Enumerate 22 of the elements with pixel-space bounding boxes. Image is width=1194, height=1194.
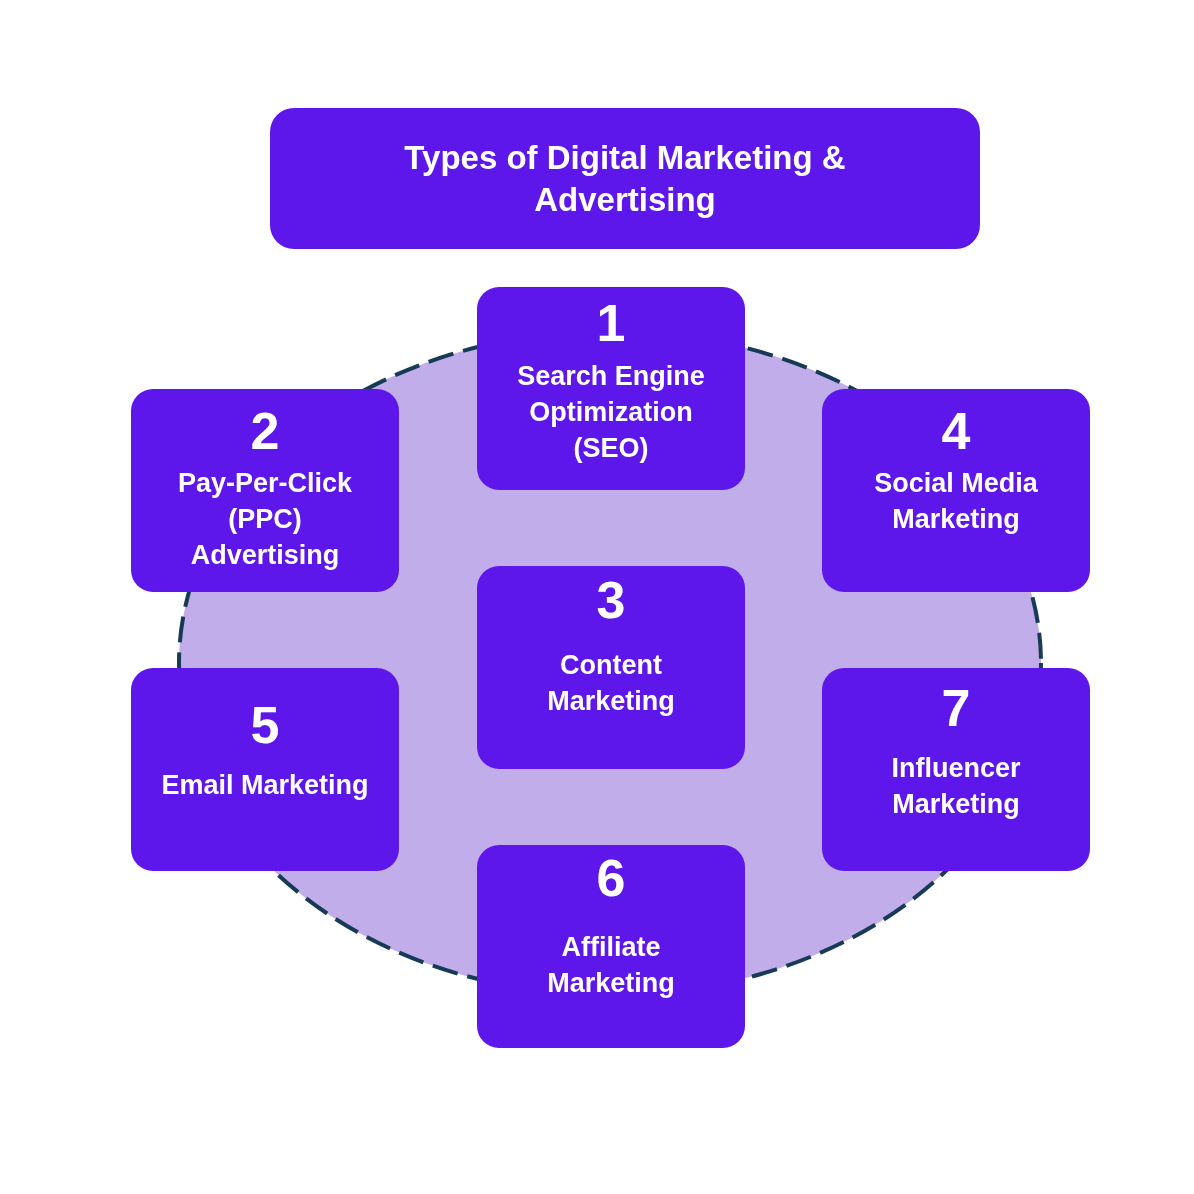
category-card	[822, 668, 1090, 871]
category-card	[477, 566, 745, 769]
category-card	[131, 668, 399, 871]
item-label: Influencer Marketing	[890, 752, 1022, 821]
category-card	[131, 389, 399, 592]
item-number: 7	[941, 680, 971, 736]
item-number: 2	[250, 403, 280, 459]
item-number: 3	[596, 572, 626, 628]
item-label: Email Marketing	[161, 769, 369, 802]
item-number: 6	[596, 850, 626, 906]
category-card	[477, 287, 745, 490]
item-label: Pay-Per-Click (PPC) Advertising	[176, 467, 354, 572]
item-label: Content Marketing	[546, 649, 676, 718]
item-label: Affiliate Marketing	[546, 931, 676, 1000]
category-card	[822, 389, 1090, 592]
item-number: 5	[250, 697, 280, 753]
item-label: Search Engine Optimization (SEO)	[516, 360, 706, 465]
category-card	[477, 845, 745, 1048]
item-number: 4	[941, 403, 971, 459]
title-text: Types of Digital Marketing & Advertising	[403, 137, 847, 220]
item-number: 1	[596, 295, 626, 351]
item-label: Social Media Marketing	[873, 467, 1039, 536]
